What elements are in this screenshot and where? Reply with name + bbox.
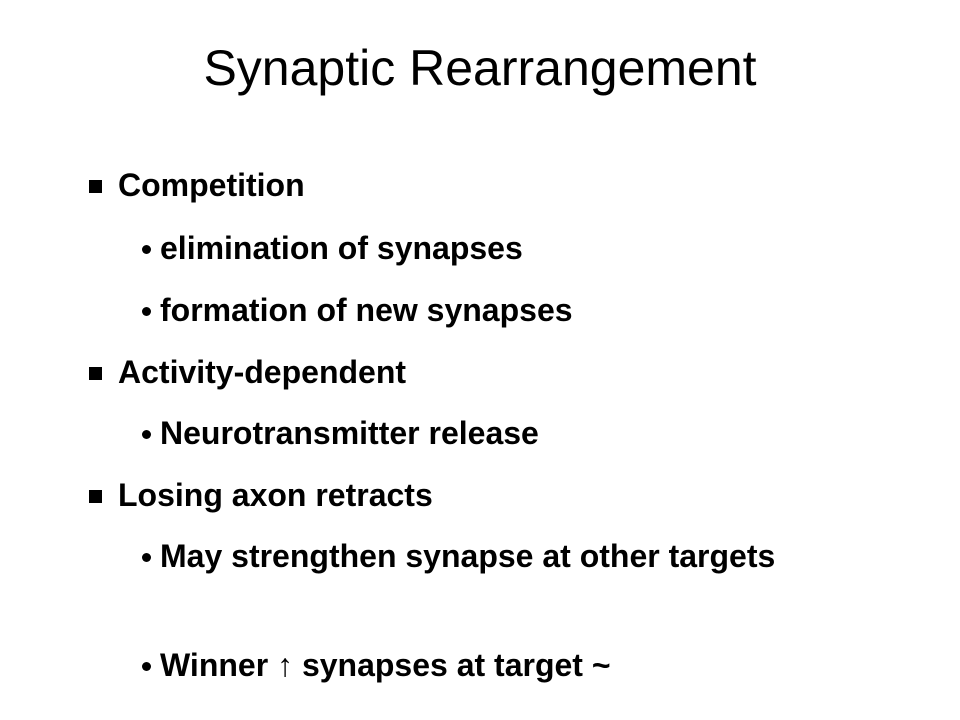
bullet-competition: Competition — [89, 166, 305, 204]
round-bullet-icon — [142, 430, 151, 439]
bullet-may-strengthen-synapse: May strengthen synapse at other targets — [142, 537, 860, 575]
round-bullet-icon — [142, 662, 151, 671]
bullet-winner-synapses: Winner ↑ synapses at target ~ — [142, 646, 611, 684]
bullet-text: Competition — [118, 167, 305, 203]
bullet-formation-of-new-synapses: formation of new synapses — [142, 291, 573, 329]
bullet-text: Losing axon retracts — [118, 477, 433, 513]
bullet-text: formation of new synapses — [160, 292, 573, 328]
bullet-losing-axon-retracts: Losing axon retracts — [89, 476, 433, 514]
bullet-text-before: Winner — [160, 647, 269, 683]
round-bullet-icon — [142, 307, 151, 316]
bullet-activity-dependent: Activity-dependent — [89, 353, 407, 391]
slide-title: Synaptic Rearrangement — [203, 40, 757, 96]
square-bullet-icon — [89, 180, 102, 193]
bullet-text: May strengthen synapse at other targets — [160, 538, 776, 574]
bullet-text: Activity-dependent — [118, 354, 407, 390]
square-bullet-icon — [89, 367, 102, 380]
up-arrow-icon: ↑ — [277, 647, 294, 683]
round-bullet-icon — [142, 245, 151, 254]
bullet-neurotransmitter-release: Neurotransmitter release — [142, 414, 539, 452]
bullet-text: Neurotransmitter release — [160, 415, 539, 451]
round-bullet-icon — [142, 553, 151, 562]
bullet-text-after: synapses at target ~ — [301, 647, 611, 683]
bullet-text: elimination of synapses — [160, 230, 523, 266]
bullet-elimination-of-synapses: elimination of synapses — [142, 229, 523, 267]
square-bullet-icon — [89, 490, 102, 503]
